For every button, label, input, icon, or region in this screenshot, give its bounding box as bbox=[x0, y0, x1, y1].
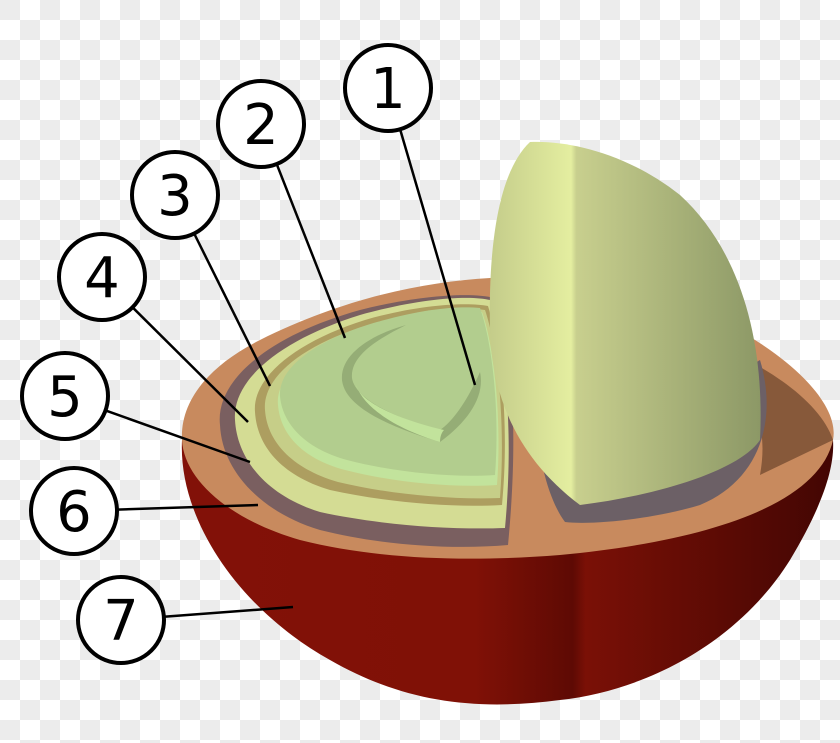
leader-line bbox=[105, 409, 251, 464]
callout-number: 6 bbox=[56, 480, 92, 545]
callout-7: 7 bbox=[76, 575, 294, 665]
callout-circle bbox=[57, 232, 147, 322]
callout-6: 6 bbox=[29, 466, 259, 556]
callout-number: 2 bbox=[243, 93, 279, 158]
callout-circle bbox=[76, 575, 166, 665]
callout-4: 4 bbox=[57, 232, 249, 423]
callout-circle bbox=[130, 150, 220, 240]
endosperm-left-bean bbox=[277, 307, 499, 486]
callout-number: 5 bbox=[47, 365, 83, 430]
callout-number: 7 bbox=[103, 589, 139, 654]
callout-5: 5 bbox=[20, 351, 251, 464]
callout-circle bbox=[343, 43, 433, 133]
callout-3: 3 bbox=[130, 150, 272, 387]
leader-line bbox=[193, 232, 272, 387]
leader-line bbox=[275, 163, 347, 339]
callout-number: 3 bbox=[157, 164, 193, 229]
callout-circle bbox=[216, 79, 306, 169]
callout-1: 1 bbox=[343, 43, 477, 386]
callout-circle bbox=[29, 466, 119, 556]
leader-line bbox=[163, 605, 294, 619]
leader-line bbox=[116, 503, 259, 511]
callout-number: 4 bbox=[84, 246, 120, 311]
right-coffee-bean bbox=[489, 141, 761, 505]
callout-number: 1 bbox=[370, 57, 406, 122]
leader-line bbox=[131, 306, 249, 423]
callout-circle bbox=[20, 351, 110, 441]
callout-2: 2 bbox=[216, 79, 347, 339]
leader-line bbox=[398, 128, 477, 386]
